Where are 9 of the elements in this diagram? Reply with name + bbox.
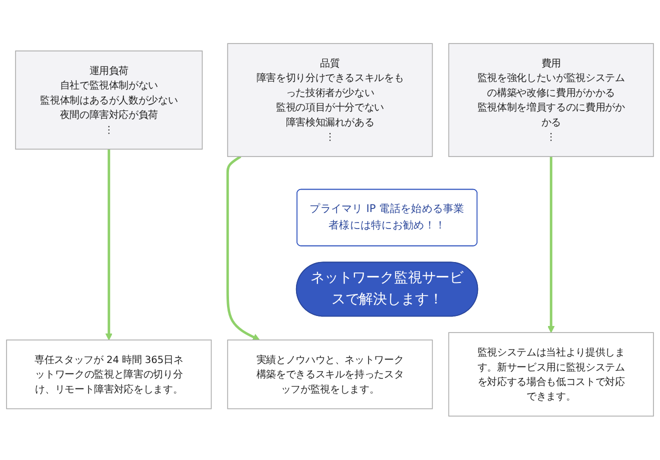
node-box: 実績とノウハウと、ネットワーク構築をできるスキルを持ったスタッフが監視をします。 (227, 340, 433, 410)
node-box: 品質 障害を切り分けできるスキルをもった技術者が少ない 監視の項目が十分でない 障害検知漏れがある ⋮ (227, 43, 433, 158)
node-box: 監視システムは当社より提供します。新サービス用に監視システムを対応する場合も低コストで対応できます。 (448, 332, 654, 417)
node-box: 費用 監視を強化したいが監視システムの構築や改修に費用がかかる 監視体制を増員するのに費用がかかる ⋮ (448, 43, 654, 158)
arrow (547, 156, 555, 334)
node-box: 運用負荷 自社で監視体制がない 監視体制はあるが人数が少ない 夜間の障害対応が負荷 ⋮ (15, 50, 203, 150)
node-box: 専任スタッフが 24 時間 365日ネットワークの監視と障害の切り分け、リモート障害対応をします。 (6, 340, 212, 410)
arrow (105, 149, 113, 340)
arrow (226, 156, 260, 341)
